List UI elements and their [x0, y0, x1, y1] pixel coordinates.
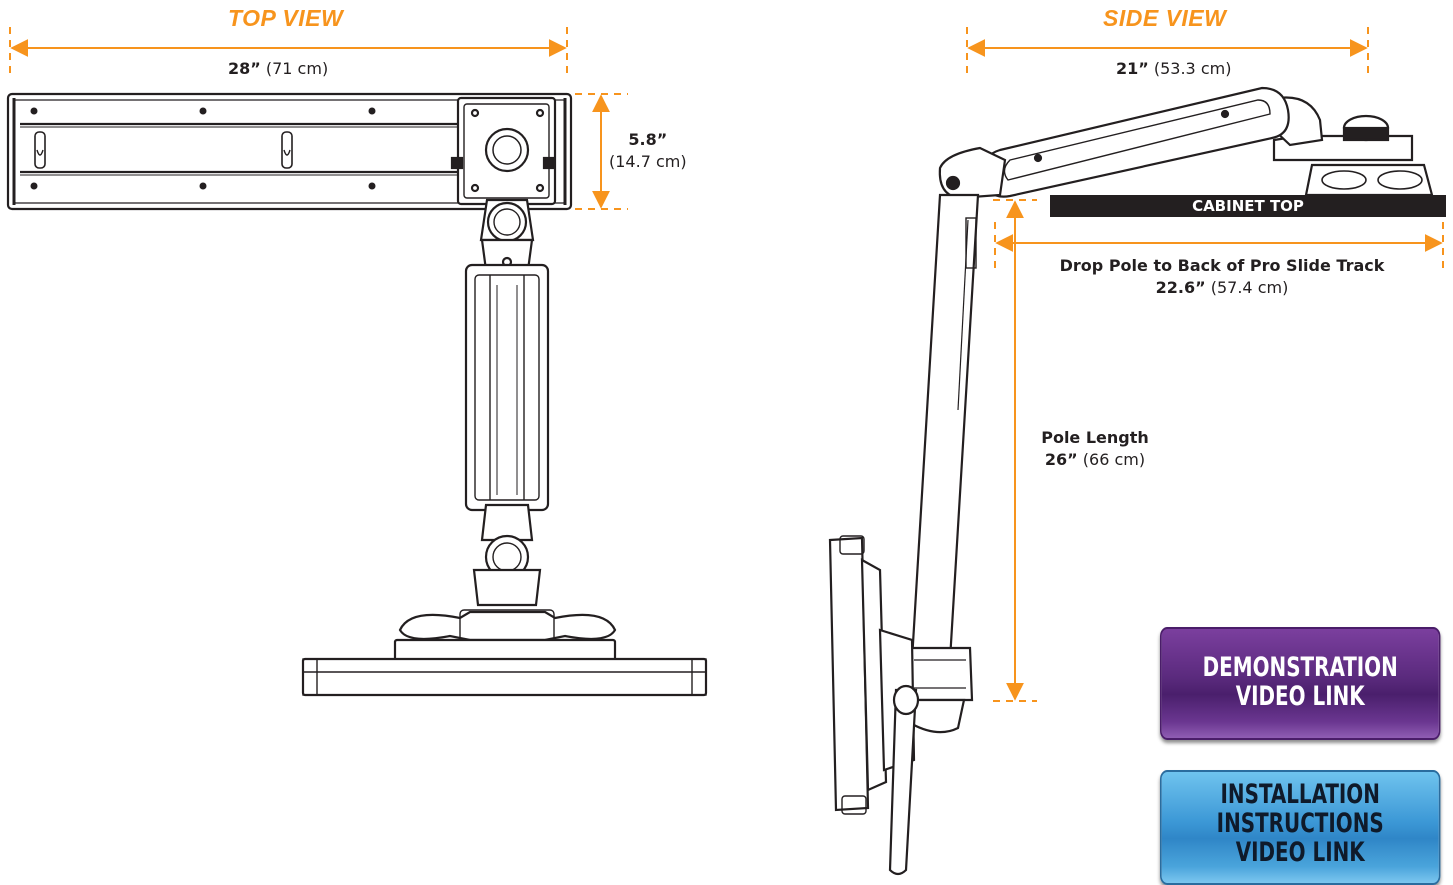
top-view-height-dimension [575, 93, 628, 210]
drop-pole-inches: 22.6” [1155, 278, 1206, 297]
top-view-title: TOP VIEW [228, 5, 344, 31]
side-view-reach-cm: (53.3 cm) [1148, 59, 1232, 78]
install-button-line1: INSTALLATION [1220, 779, 1380, 810]
drop-pole-cm: (57.4 cm) [1205, 278, 1289, 297]
demonstration-video-link-button[interactable]: DEMONSTRATION VIDEO LINK [1160, 627, 1441, 740]
top-view-width-inches: 28” [228, 59, 261, 78]
side-view-reach-label: 21” (53.3 cm) [1116, 59, 1231, 79]
pole-length-cm: (66 cm) [1077, 450, 1146, 469]
top-view-width-dimension [9, 27, 568, 76]
demo-button-line2: VIDEO LINK [1235, 681, 1365, 712]
side-view-drop-pole-dimension [994, 222, 1444, 274]
installation-instructions-video-link-button[interactable]: INSTALLATION INSTRUCTIONS VIDEO LINK [1160, 770, 1441, 885]
side-view-reach-inches: 21” [1116, 59, 1149, 78]
pole-length-inches: 26” [1044, 450, 1078, 469]
top-view-height-inches: 5.8” [628, 130, 668, 149]
pole-length-label: Pole Length 26” (66 cm) [1030, 427, 1160, 471]
side-view-pole-length-dimension [993, 199, 1037, 702]
top-view-mount [6, 92, 708, 697]
top-view-width-label: 28” (71 cm) [228, 59, 328, 79]
install-button-line3: VIDEO LINK [1235, 837, 1365, 868]
top-view-width-cm: (71 cm) [260, 59, 329, 78]
drop-pole-label: Drop Pole to Back of Pro Slide Track 22.… [1038, 255, 1406, 299]
drop-pole-title: Drop Pole to Back of Pro Slide Track [1059, 256, 1385, 275]
demo-button-line1: DEMONSTRATION [1202, 652, 1398, 683]
pole-length-title: Pole Length [1041, 428, 1149, 447]
side-view-title: SIDE VIEW [1103, 5, 1227, 31]
side-view-reach-dimension [966, 27, 1369, 76]
top-view-height-cm: (14.7 cm) [609, 152, 687, 171]
side-view-mount [828, 86, 1434, 876]
install-button-line2: INSTRUCTIONS [1216, 808, 1384, 839]
cabinet-top-label: CABINET TOP [1050, 195, 1446, 217]
top-view-height-label: 5.8” (14.7 cm) [609, 129, 687, 173]
